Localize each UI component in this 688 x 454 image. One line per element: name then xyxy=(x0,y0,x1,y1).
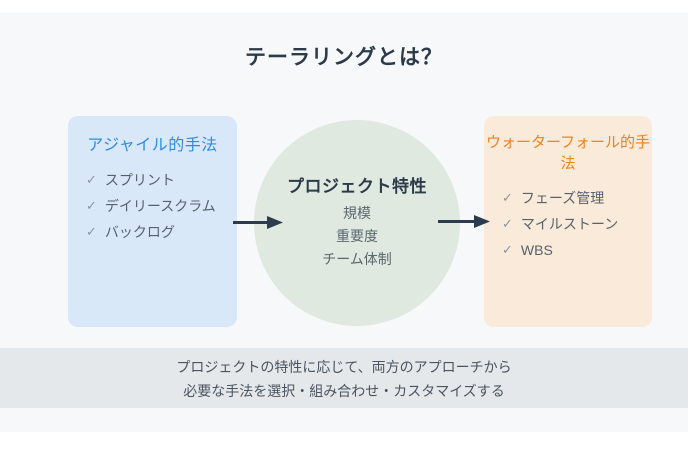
arrow-center-to-right-icon xyxy=(438,215,490,228)
circle-item: チーム体制 xyxy=(322,251,392,267)
list-item: ✓ バックログ xyxy=(86,219,237,245)
check-icon: ✓ xyxy=(502,216,513,231)
check-icon: ✓ xyxy=(86,198,97,213)
page-title: テーラリングとは？ xyxy=(245,46,443,69)
agile-box-title: アジャイル的手法 xyxy=(87,137,218,154)
arrow-left-to-center-icon xyxy=(233,216,283,229)
circle-item: 規模 xyxy=(343,205,371,221)
waterfall-check-list: ✓ フェーズ管理 ✓ マイルストーン ✓ WBS xyxy=(484,185,652,263)
list-item: ✓ マイルストーン xyxy=(502,211,652,237)
list-item-label: バックログ xyxy=(104,224,175,240)
list-item: ✓ スプリント xyxy=(86,167,237,193)
waterfall-methods-box: ウォーターフォール的手法 ✓ フェーズ管理 ✓ マイルストーン ✓ WBS xyxy=(484,116,652,327)
list-item-label: スプリント xyxy=(104,172,175,188)
check-icon: ✓ xyxy=(86,224,97,239)
list-item: ✓ フェーズ管理 xyxy=(502,185,652,211)
list-item: ✓ WBS xyxy=(502,237,652,263)
check-icon: ✓ xyxy=(502,190,513,205)
project-characteristics-circle: プロジェクト特性 規模 重要度 チーム体制 xyxy=(254,120,460,326)
footer-note-line1: プロジェクトの特性に応じて、両方のアプローチから xyxy=(176,359,512,375)
agile-check-list: ✓ スプリント ✓ デイリースクラム ✓ バックログ xyxy=(68,167,237,245)
check-icon: ✓ xyxy=(502,242,513,257)
list-item-label: WBS xyxy=(520,242,553,258)
list-item-label: フェーズ管理 xyxy=(520,190,605,206)
check-icon: ✓ xyxy=(86,172,97,187)
list-item: ✓ デイリースクラム xyxy=(86,193,237,219)
circle-item: 重要度 xyxy=(336,228,378,244)
footer-note-band: プロジェクトの特性に応じて、両方のアプローチから 必要な手法を選択・組み合わせ・… xyxy=(0,348,688,408)
circle-title: プロジェクト特性 xyxy=(287,177,427,196)
waterfall-box-title: ウォーターフォール的手法 xyxy=(485,134,651,172)
agile-methods-box: アジャイル的手法 ✓ スプリント ✓ デイリースクラム ✓ バックログ xyxy=(68,116,237,327)
list-item-label: デイリースクラム xyxy=(104,198,216,214)
list-item-label: マイルストーン xyxy=(520,216,619,232)
footer-note-line2: 必要な手法を選択・組み合わせ・カスタマイズする xyxy=(183,383,505,399)
